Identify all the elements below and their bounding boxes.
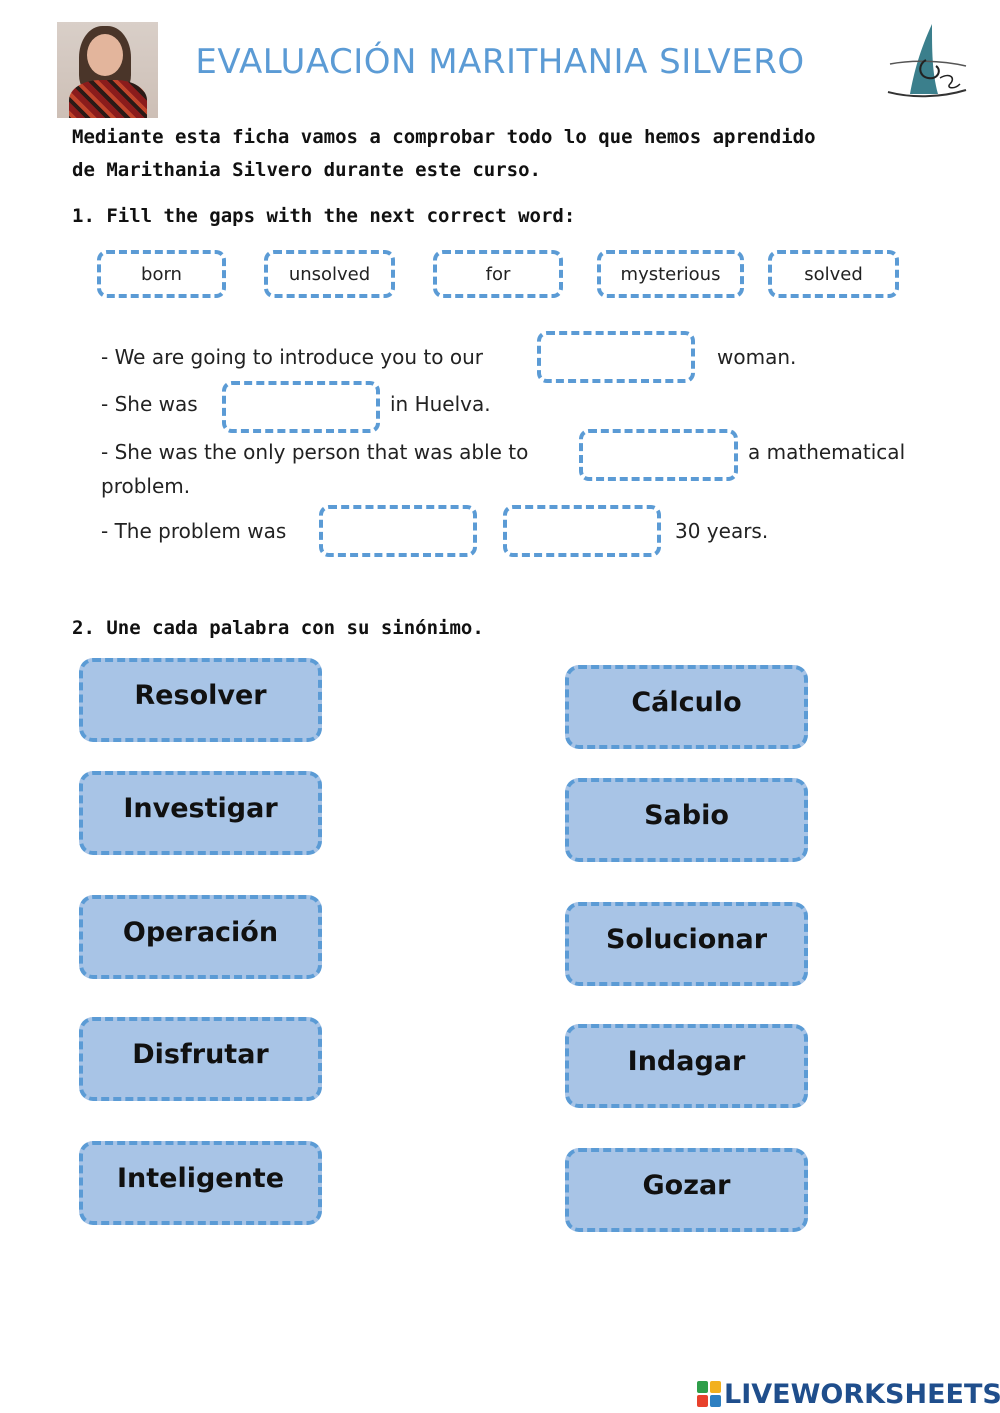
intro-text: Mediante esta ficha vamos a comprobar to… xyxy=(72,121,952,187)
intro-line-2: de Marithania Silvero durante este curso… xyxy=(72,159,541,181)
match-left-item[interactable]: Inteligente xyxy=(79,1141,322,1225)
match-right-item[interactable]: Solucionar xyxy=(565,902,808,986)
liveworksheets-logo: LIVEWORKSHEETS xyxy=(697,1376,1000,1412)
word-bank-item[interactable]: for xyxy=(433,250,563,298)
sentence-3-start: - She was the only person that was able … xyxy=(101,440,529,464)
sentence-4-start: - The problem was xyxy=(101,519,287,543)
gap-input-2[interactable] xyxy=(222,381,380,433)
page-title: EVALUACIÓN MARITHANIA SILVERO xyxy=(195,42,805,82)
sailboat-logo-icon xyxy=(887,24,967,98)
word-bank-item[interactable]: unsolved xyxy=(264,250,395,298)
match-right-item[interactable]: Sabio xyxy=(565,778,808,862)
word-bank-item[interactable]: solved xyxy=(768,250,899,298)
match-left-item[interactable]: Resolver xyxy=(79,658,322,742)
sentence-3-end: a mathematical xyxy=(748,440,906,464)
sentence-3-continuation: problem. xyxy=(101,474,191,498)
match-right-item[interactable]: Gozar xyxy=(565,1148,808,1232)
liveworksheets-badge-icon xyxy=(697,1381,721,1407)
gap-input-4[interactable] xyxy=(319,505,477,557)
match-left-item[interactable]: Disfrutar xyxy=(79,1017,322,1101)
gap-input-3[interactable] xyxy=(579,429,738,481)
match-left-item[interactable]: Investigar xyxy=(79,771,322,855)
exercise-2-heading: 2. Une cada palabra con su sinónimo. xyxy=(72,617,484,639)
sentence-2-start: - She was xyxy=(101,392,198,416)
portrait-photo xyxy=(57,22,158,118)
word-bank-item[interactable]: mysterious xyxy=(597,250,744,298)
sentence-2-end: in Huelva. xyxy=(390,392,491,416)
match-right-item[interactable]: Cálculo xyxy=(565,665,808,749)
sentence-4-end: 30 years. xyxy=(675,519,769,543)
sentence-1-start: - We are going to introduce you to our xyxy=(101,345,483,369)
match-right-item[interactable]: Indagar xyxy=(565,1024,808,1108)
portrait-face xyxy=(87,34,123,76)
gap-input-5[interactable] xyxy=(503,505,661,557)
intro-line-1: Mediante esta ficha vamos a comprobar to… xyxy=(72,126,816,148)
word-bank-item[interactable]: born xyxy=(97,250,226,298)
gap-input-1[interactable] xyxy=(537,331,695,383)
exercise-1-heading: 1. Fill the gaps with the next correct w… xyxy=(72,205,576,227)
sentence-1-end: woman. xyxy=(717,345,797,369)
match-left-item[interactable]: Operación xyxy=(79,895,322,979)
portrait-clothing xyxy=(69,80,147,118)
liveworksheets-brand-text: LIVEWORKSHEETS xyxy=(724,1378,1000,1410)
